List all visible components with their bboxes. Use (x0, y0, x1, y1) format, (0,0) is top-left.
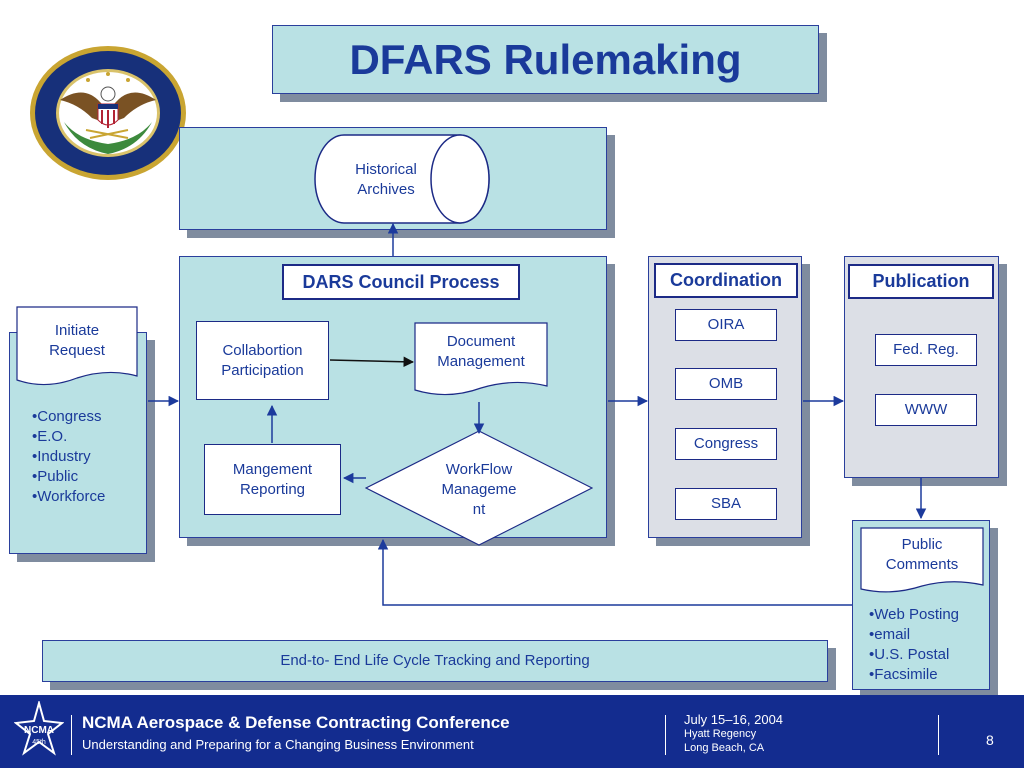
initiate-request-label: Initiate Request (49, 322, 105, 359)
list-item: •Industry (32, 448, 91, 465)
list-item: •Facsimile (869, 666, 938, 683)
footer-divider (938, 715, 939, 755)
coordination-header: Coordination (654, 263, 798, 298)
dars-council-header: DARS Council Process (282, 264, 520, 300)
public-comments-shape (860, 527, 984, 593)
initiate-request-shape (16, 306, 138, 386)
dod-seal-icon (30, 46, 186, 180)
ncma-logo-icon: NCMA 45th (14, 701, 64, 756)
document-management-shape (414, 322, 548, 396)
page-title: DFARS Rulemaking (272, 25, 819, 94)
conference-subtitle: Understanding and Preparing for a Changi… (82, 737, 474, 752)
public-comments-label: Public Comments (885, 536, 959, 573)
page-number: 8 (986, 732, 994, 748)
svg-text:NCMA: NCMA (24, 725, 54, 736)
management-reporting-box: Mangement Reporting (204, 444, 341, 515)
historical-archives-label: Historical Archives (355, 161, 417, 198)
coordination-item-congress: Congress (675, 428, 777, 460)
workflow-diamond-shape (365, 430, 593, 546)
list-item: •Web Posting (869, 606, 960, 623)
publication-header: Publication (848, 264, 994, 299)
conference-location: Long Beach, CA (684, 742, 765, 754)
public-comments-list: •Web Posting •email •U.S. Postal •Facsim… (869, 605, 987, 685)
workflow-label: WorkFlow Manageme nt (441, 461, 517, 518)
list-item: •U.S. Postal (869, 646, 950, 663)
list-item: •Workforce (32, 488, 106, 505)
publication-item-fed-reg: Fed. Reg. (875, 334, 977, 366)
svg-text:45th: 45th (32, 739, 46, 746)
coordination-item-sba: SBA (675, 488, 777, 520)
document-management-label: Document Management (437, 333, 525, 370)
conference-date: July 15–16, 2004 (684, 712, 784, 727)
database-cylinder-icon (314, 134, 490, 224)
footer-divider (665, 715, 666, 755)
footer-bar: NCMA 45th NCMA Aerospace & Defense Contr… (0, 695, 1024, 768)
arrow-comments-to-dars (377, 538, 852, 606)
list-item: •E.O. (32, 428, 68, 445)
conference-venue: Hyatt Regency (684, 728, 757, 740)
list-item: •email (869, 626, 911, 643)
list-item: •Public (32, 468, 79, 485)
conference-name: NCMA Aerospace & Defense Contracting Con… (82, 713, 510, 732)
publication-item-www: WWW (875, 394, 977, 426)
footer-divider (71, 715, 72, 755)
tracking-bar: End-to- End Life Cycle Tracking and Repo… (42, 640, 828, 682)
coordination-item-omb: OMB (675, 368, 777, 400)
coordination-item-oira: OIRA (675, 309, 777, 341)
initiate-sources-list: •Congress •E.O. •Industry •Public •Workf… (32, 407, 142, 507)
list-item: •Congress (32, 408, 102, 425)
collaboration-box: Collabortion Participation (196, 321, 329, 400)
arrow-collaboration-to-document (329, 356, 415, 368)
